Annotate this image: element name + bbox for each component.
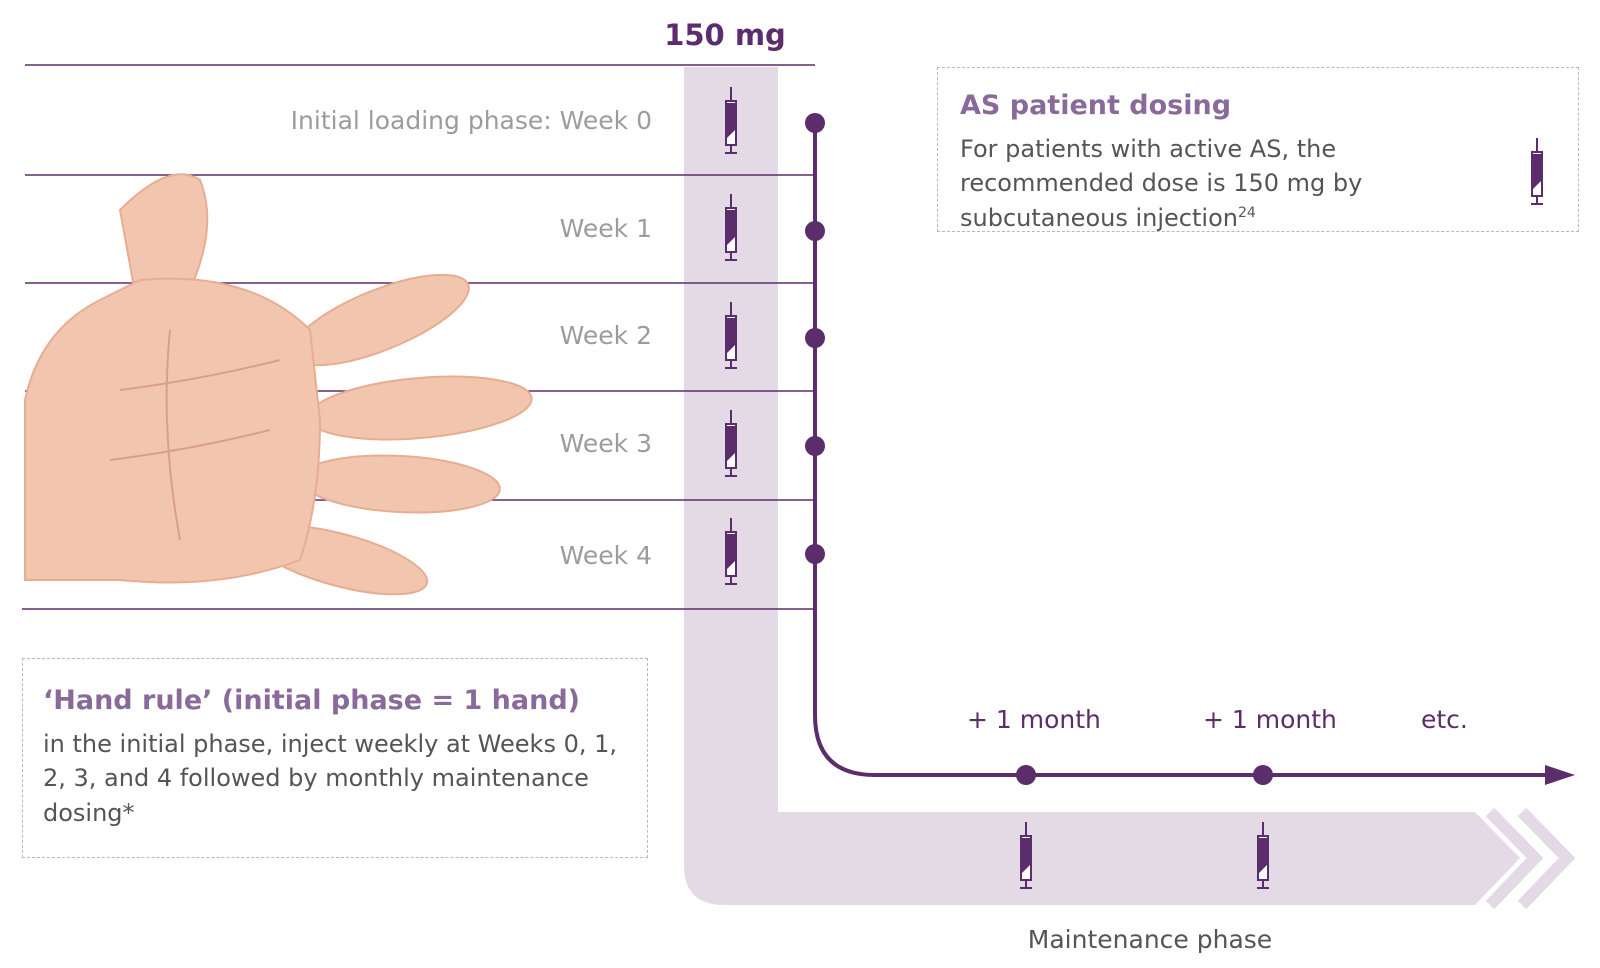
week-label: Initial loading phase: Week 0 bbox=[290, 106, 652, 135]
as-dosing-box: AS patient dosing For patients with acti… bbox=[937, 67, 1579, 232]
month-interval-label: + 1 month bbox=[967, 705, 1101, 734]
hand-image bbox=[24, 173, 533, 596]
timeline-dot bbox=[805, 221, 825, 241]
reference-superscript: 24 bbox=[1237, 204, 1256, 221]
as-dosing-title: AS patient dosing bbox=[960, 90, 1232, 121]
week-label: Week 1 bbox=[559, 214, 652, 243]
week-label: Week 3 bbox=[559, 429, 652, 458]
month-interval-label: + 1 month bbox=[1203, 705, 1337, 734]
timeline-arrowhead bbox=[1545, 765, 1575, 785]
timeline-dot bbox=[1253, 765, 1273, 785]
dose-header: 150 mg bbox=[664, 18, 786, 52]
hand-rule-box: ‘Hand rule’ (initial phase = 1 hand) in … bbox=[22, 658, 648, 858]
timeline-dot bbox=[805, 544, 825, 564]
dose-band bbox=[684, 67, 1576, 910]
week-label: Week 4 bbox=[559, 541, 652, 570]
timeline-dot bbox=[1016, 765, 1036, 785]
hand-rule-title: ‘Hand rule’ (initial phase = 1 hand) bbox=[43, 685, 580, 716]
timeline bbox=[805, 113, 1575, 785]
maintenance-phase-label: Maintenance phase bbox=[1027, 925, 1273, 954]
timeline-dot bbox=[805, 113, 825, 133]
as-dosing-body: For patients with active AS, the recomme… bbox=[960, 132, 1496, 234]
week-label: Week 2 bbox=[559, 321, 652, 350]
continuation-label: etc. bbox=[1421, 705, 1468, 734]
hand-rule-body: in the initial phase, inject weekly at W… bbox=[43, 730, 617, 827]
timeline-dot bbox=[805, 328, 825, 348]
timeline-dot bbox=[805, 436, 825, 456]
timeline-line bbox=[813, 123, 1555, 777]
as-dosing-text: For patients with active AS, the recomme… bbox=[960, 135, 1363, 232]
